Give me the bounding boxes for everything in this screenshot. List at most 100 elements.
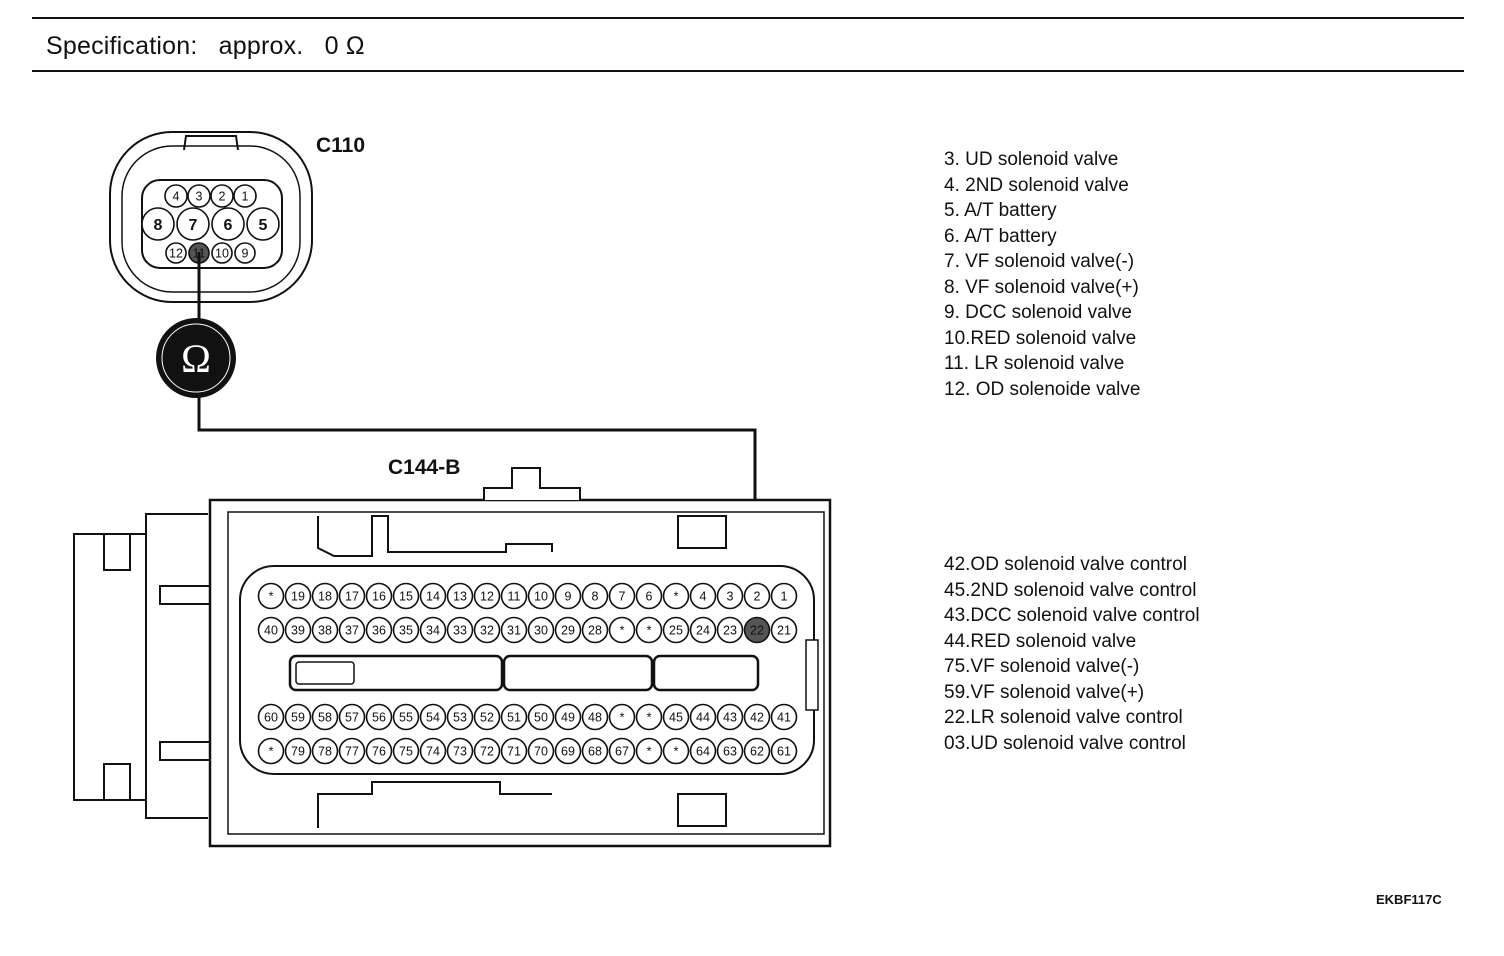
pin-circle <box>581 582 609 610</box>
pin-label: 6 <box>224 217 233 234</box>
pin-circle <box>500 737 528 765</box>
pin-label: 33 <box>453 624 467 638</box>
figure-code: EKBF117C <box>1376 892 1442 907</box>
pin-label: 48 <box>588 711 602 725</box>
pin-circle <box>527 737 555 765</box>
pin-label: 57 <box>345 711 359 725</box>
pin-circle <box>554 582 582 610</box>
pin-circle <box>608 616 636 644</box>
pin-circle <box>527 703 555 731</box>
pin-label: 24 <box>696 624 710 638</box>
pin-label: 18 <box>318 590 332 604</box>
pin-label: 21 <box>777 624 791 638</box>
pin-circle <box>743 616 771 644</box>
pin-label: 23 <box>723 624 737 638</box>
pin-blank: * <box>647 711 652 725</box>
legend-item: 6. A/T battery <box>944 225 1057 247</box>
legend-item: 3. UD solenoid valve <box>944 149 1119 170</box>
pin-label: 9 <box>242 247 249 261</box>
pin-circle <box>770 616 798 644</box>
pin-label: 28 <box>588 624 602 638</box>
pin-circle <box>446 582 474 610</box>
spec-label: Specification: <box>46 32 198 60</box>
pin-label: 12 <box>480 590 494 604</box>
pin-label: 2 <box>754 590 761 604</box>
pin-circle <box>141 207 175 241</box>
spec-value: 0 Ω <box>324 32 365 60</box>
pin-label: 54 <box>426 711 440 725</box>
pin-label: 53 <box>453 711 467 725</box>
c144b-side-bar <box>805 639 819 711</box>
pin-circle <box>392 582 420 610</box>
legend-c110: 3. UD solenoid valve 4. 2ND solenoid val… <box>944 147 1140 402</box>
pin-label: 43 <box>723 711 737 725</box>
pin-label: 44 <box>696 711 710 725</box>
ohmmeter-ring <box>161 323 231 393</box>
pin-blank: * <box>269 590 274 604</box>
pin-blank: * <box>620 711 625 725</box>
c144b-housing-inner <box>227 511 825 835</box>
pin-blank: * <box>647 624 652 638</box>
legend-item: 10.RED solenoid valve <box>944 327 1137 349</box>
pin-circle <box>662 737 690 765</box>
pin-circle <box>419 582 447 610</box>
pin-circle <box>338 582 366 610</box>
ohmmeter-body <box>156 318 236 398</box>
c144b-slot-right <box>652 654 760 692</box>
pin-blank: * <box>269 745 274 759</box>
pin-blank: * <box>674 745 679 759</box>
pin-circle <box>210 184 234 208</box>
pin-circle <box>716 703 744 731</box>
pin-circle <box>716 582 744 610</box>
ohmmeter: Ω <box>156 318 236 398</box>
pin-circle <box>743 737 771 765</box>
pin-label: 70 <box>534 745 548 759</box>
pin-circle <box>473 737 501 765</box>
pin-label: 4 <box>700 590 707 604</box>
pin-circle <box>446 737 474 765</box>
pin-label: 31 <box>507 624 521 638</box>
legend-item: 7. VF solenoid valve(-) <box>944 251 1135 272</box>
pin-label: 9 <box>565 590 572 604</box>
pin-label: 77 <box>345 745 359 759</box>
pin-circle <box>527 582 555 610</box>
legend-item: 03.UD solenoid valve control <box>944 732 1186 754</box>
c144b-clip-top <box>159 585 213 605</box>
pin-circle <box>365 737 393 765</box>
pin-label: 14 <box>426 590 440 604</box>
pin-label: 36 <box>372 624 386 638</box>
pin-circle <box>743 582 771 610</box>
pin-label: 61 <box>777 745 791 759</box>
pin-label: 64 <box>696 745 710 759</box>
pin-label: 49 <box>561 711 575 725</box>
pin-label: 52 <box>480 711 494 725</box>
pin-circle <box>473 703 501 731</box>
pin-label: 13 <box>453 590 467 604</box>
pin-label: 34 <box>426 624 440 638</box>
pin-circle <box>473 616 501 644</box>
pin-circle <box>770 582 798 610</box>
pin-circle <box>743 703 771 731</box>
pin-circle <box>284 616 312 644</box>
c144b-slot-left-bar <box>295 661 355 685</box>
pin-circle <box>365 616 393 644</box>
pin-label: 32 <box>480 624 494 638</box>
pin-circle <box>284 737 312 765</box>
pin-circle <box>164 184 188 208</box>
pin-label: 79 <box>291 745 305 759</box>
c144b-clip-bottom <box>159 741 213 761</box>
c144b-key-bottom-left <box>317 781 552 828</box>
legend-item: 75.VF solenoid valve(-) <box>944 656 1140 677</box>
pin-circle <box>165 242 187 264</box>
pin-label: 16 <box>372 590 386 604</box>
legend-item: 44.RED solenoid valve <box>944 630 1137 652</box>
pin-label: 35 <box>399 624 413 638</box>
pin-label: 5 <box>259 217 268 234</box>
pin-label: 7 <box>619 590 626 604</box>
pin-circle <box>233 184 257 208</box>
pin-circle <box>257 703 285 731</box>
pin-label: 59 <box>291 711 305 725</box>
pin-circle <box>257 737 285 765</box>
